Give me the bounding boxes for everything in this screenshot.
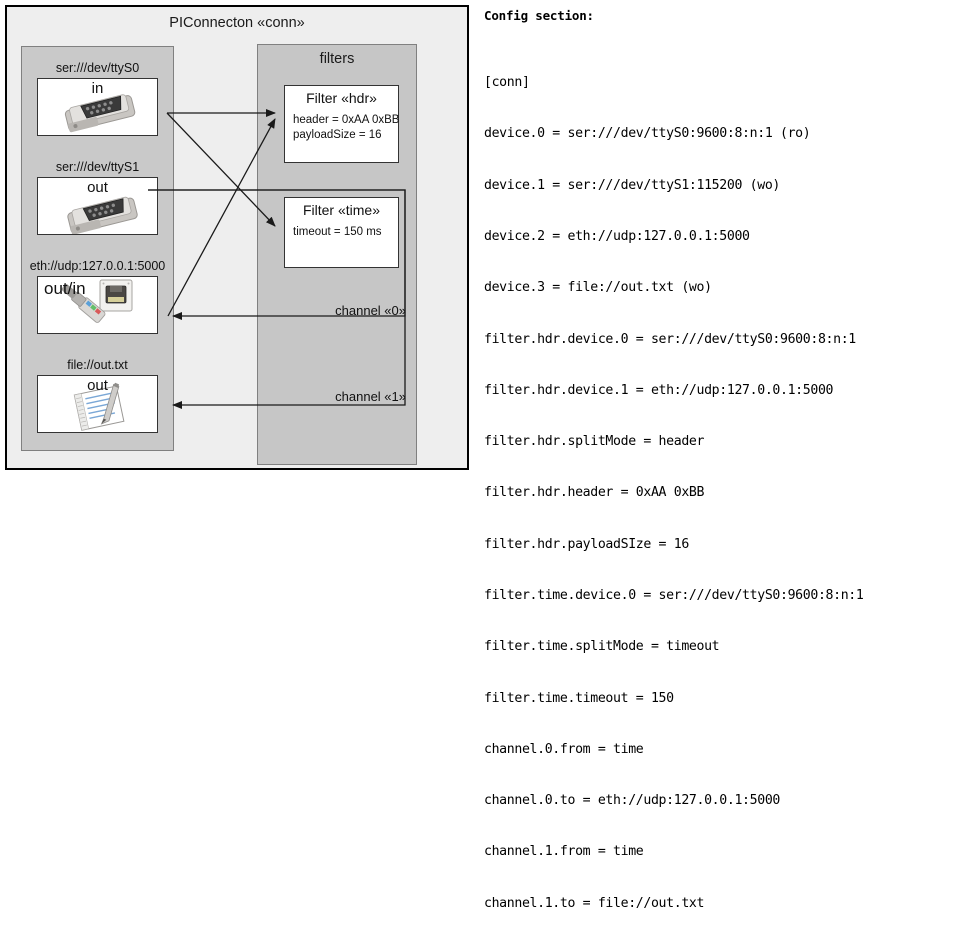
config-line: filter.hdr.device.0 = ser:///dev/ttyS0:9… bbox=[484, 331, 856, 347]
config-heading: Config section: bbox=[484, 8, 594, 23]
filter-title: Filter «hdr» bbox=[306, 90, 377, 106]
config-line: channel.0.from = time bbox=[484, 741, 644, 757]
config-line: channel.0.to = eth://udp:127.0.0.1:5000 bbox=[484, 793, 780, 809]
device-label: eth://udp:127.0.0.1:5000 bbox=[29, 259, 166, 273]
channel-label-1: channel «1» bbox=[335, 389, 406, 404]
channel-label-0: channel «0» bbox=[335, 303, 406, 318]
device-box[interactable]: out bbox=[37, 375, 158, 433]
config-line: filter.time.timeout = 150 bbox=[484, 690, 674, 706]
device-box[interactable]: out/in bbox=[37, 276, 158, 334]
config-line: device.2 = eth://udp:127.0.0.1:5000 bbox=[484, 229, 750, 245]
config-line: filter.hdr.header = 0xAA 0xBB bbox=[484, 485, 705, 501]
filter-property: payloadSize = 16 bbox=[293, 129, 382, 141]
device-block-ttys1[interactable]: ser:///dev/ttyS1 out bbox=[22, 160, 173, 235]
filters-panel: filters Filter «hdr» header = 0xAA 0xBB … bbox=[257, 44, 417, 465]
config-line: channel.1.from = time bbox=[484, 844, 644, 860]
device-box[interactable]: in bbox=[37, 78, 158, 136]
config-line: filter.time.device.0 = ser:///dev/ttyS0:… bbox=[484, 588, 864, 603]
ethernet-jack-icon bbox=[38, 277, 157, 333]
config-section: Config section: [conn] device.0 = ser://… bbox=[484, 8, 954, 911]
device-block-file[interactable]: file://out.txt out bbox=[22, 358, 173, 433]
device-direction-label: in bbox=[91, 80, 104, 97]
filter-title: Filter «time» bbox=[302, 202, 381, 218]
config-line: filter.hdr.payloadSIze = 16 bbox=[484, 536, 689, 552]
config-line: channel.1.to = file://out.txt bbox=[484, 895, 705, 911]
device-box[interactable]: out bbox=[37, 177, 158, 235]
device-label: ser:///dev/ttyS0 bbox=[55, 61, 140, 75]
device-direction-label: out bbox=[87, 179, 108, 196]
filter-property: timeout = 150 ms bbox=[293, 226, 382, 238]
config-line: device.1 = ser:///dev/ttyS1:115200 (wo) bbox=[484, 177, 780, 193]
config-lines: [conn] device.0 = ser:///dev/ttyS0:9600:… bbox=[484, 40, 954, 946]
device-label: file://out.txt bbox=[67, 358, 128, 372]
devices-panel: ser:///dev/ttyS0 in bbox=[21, 46, 174, 451]
diagram-frame: PIConnecton «conn» ser:///dev/ttyS0 in bbox=[5, 5, 469, 470]
config-line: filter.hdr.splitMode = header bbox=[484, 434, 705, 450]
config-line: device.3 = file://out.txt (wo) bbox=[484, 280, 712, 296]
config-line: [conn] bbox=[484, 75, 530, 91]
device-block-eth[interactable]: eth://udp:127.0.0.1:5000 out/in bbox=[22, 259, 173, 334]
diagram-title: PIConnecton «conn» bbox=[169, 15, 305, 31]
device-direction-label: out bbox=[87, 377, 108, 394]
text-file-icon bbox=[38, 376, 157, 432]
serial-port-icon bbox=[38, 178, 157, 234]
config-line: filter.hdr.device.1 = eth://udp:127.0.0.… bbox=[484, 382, 834, 398]
config-line: device.0 = ser:///dev/ttyS0:9600:8:n:1 (… bbox=[484, 126, 811, 142]
device-label: ser:///dev/ttyS1 bbox=[55, 160, 140, 174]
config-line: filter.time.splitMode = timeout bbox=[484, 639, 720, 655]
filter-box-hdr[interactable]: Filter «hdr» header = 0xAA 0xBB payloadS… bbox=[284, 85, 399, 163]
device-direction-label: out/in bbox=[44, 279, 86, 298]
filter-box-time[interactable]: Filter «time» timeout = 150 ms bbox=[284, 197, 399, 268]
serial-port-icon bbox=[38, 79, 157, 135]
filter-property: header = 0xAA 0xBB bbox=[293, 114, 400, 126]
filters-panel-title: filters bbox=[319, 51, 355, 67]
device-block-ttys0[interactable]: ser:///dev/ttyS0 in bbox=[22, 61, 173, 136]
